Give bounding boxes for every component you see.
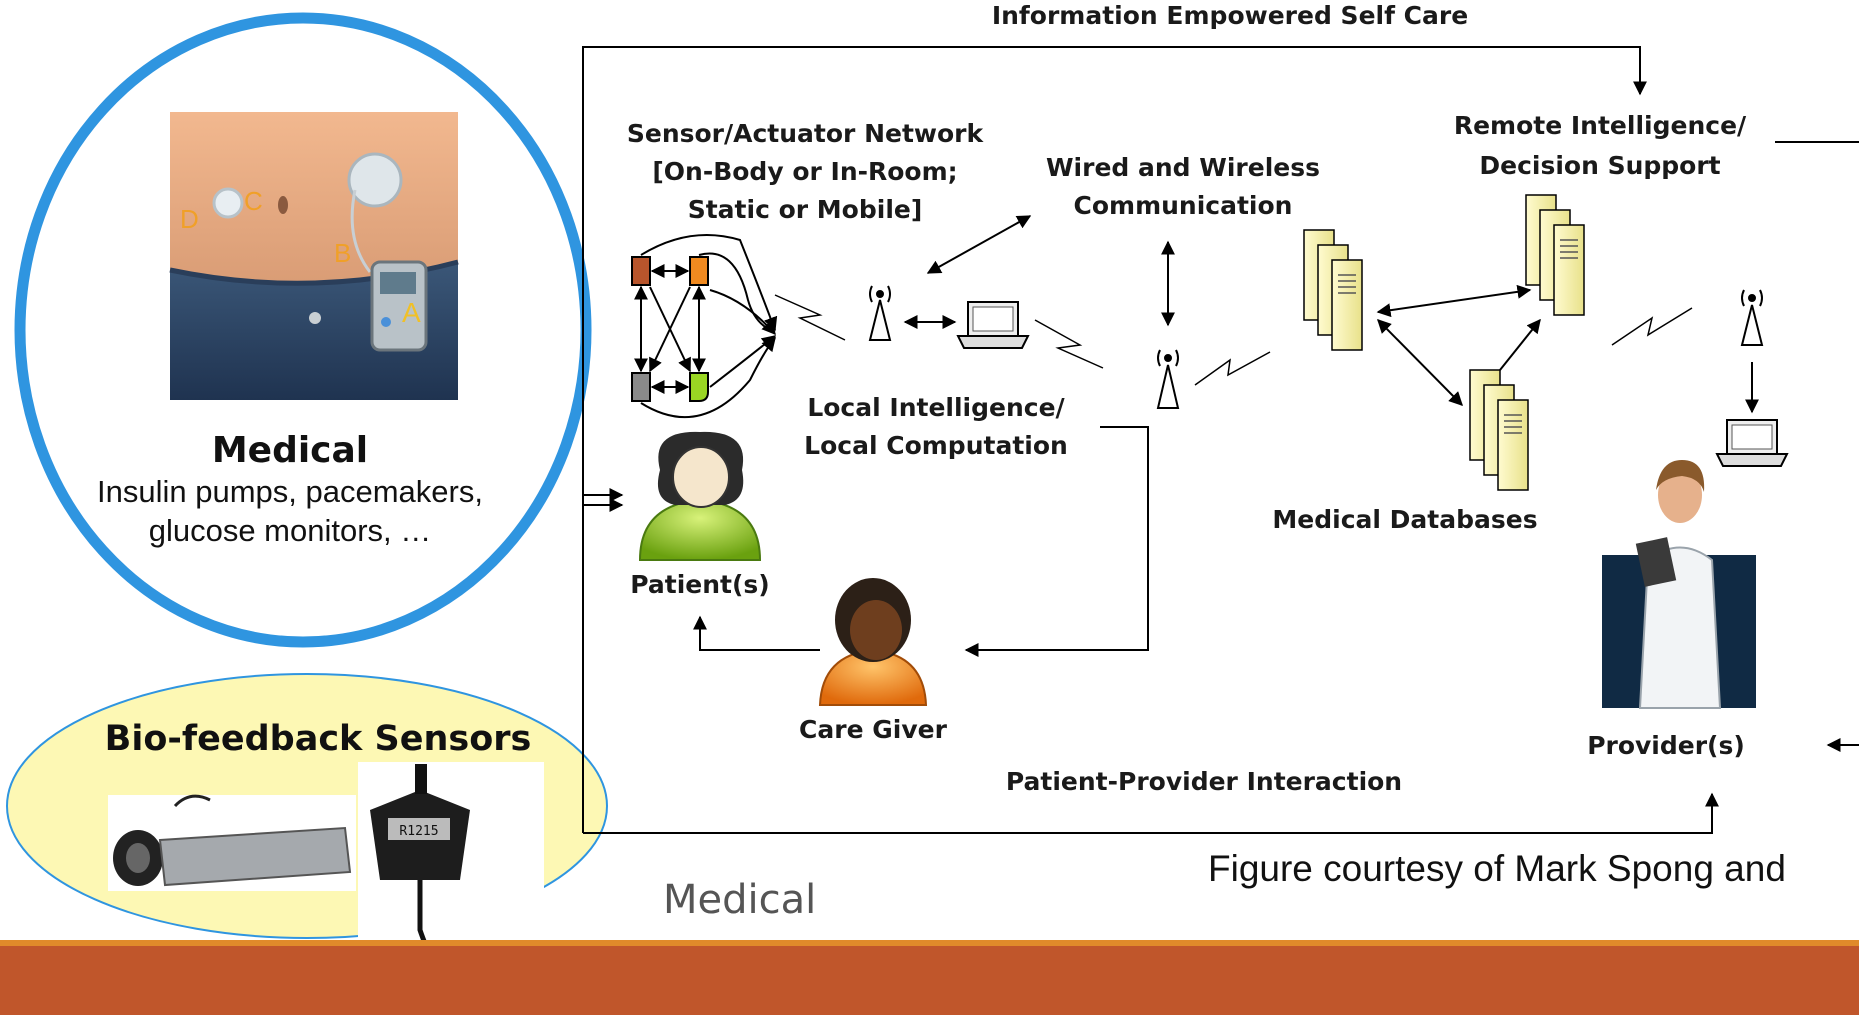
antenna-comm bbox=[1156, 349, 1180, 409]
label-patients: Patient(s) bbox=[630, 570, 769, 599]
medical-devices-line2: glucose monitors, … bbox=[149, 513, 432, 548]
sensor-network bbox=[631, 234, 778, 418]
sensor-node-gray bbox=[631, 372, 651, 402]
patient-avatar bbox=[638, 431, 762, 561]
label-local-2: Local Computation bbox=[804, 431, 1068, 460]
biofeedback-title: Bio-feedback Sensors bbox=[105, 719, 532, 759]
sensor-node-green bbox=[689, 372, 709, 402]
label-providers: Provider(s) bbox=[1587, 731, 1745, 760]
figure-credit: Figure courtesy of Mark Spong and bbox=[1208, 848, 1786, 889]
server-cluster-db bbox=[1469, 369, 1529, 491]
medical-panel: D C B A Medical Insulin pumps, pacemaker… bbox=[14, 12, 592, 648]
biofeedback-strap-photo bbox=[108, 794, 356, 891]
sensor-code: R1215 bbox=[399, 824, 438, 839]
antenna-local bbox=[868, 285, 892, 341]
medical-title: Medical bbox=[212, 430, 368, 471]
label-wired-1: Wired and Wireless bbox=[1046, 153, 1320, 182]
label-databases: Medical Databases bbox=[1272, 505, 1537, 534]
label-remote-1: Remote Intelligence/ bbox=[1454, 111, 1747, 140]
server-cluster-remote bbox=[1525, 194, 1585, 316]
tag-c: C bbox=[244, 186, 263, 216]
label-self-care: Information Empowered Self Care bbox=[992, 1, 1468, 30]
label-wired-2: Communication bbox=[1074, 191, 1293, 220]
server-cluster-local bbox=[1303, 229, 1363, 351]
sensor-node-orange bbox=[689, 256, 709, 286]
flow-frame bbox=[582, 46, 1859, 834]
antenna-remote bbox=[1740, 289, 1764, 346]
slide-title: Medical bbox=[663, 877, 816, 923]
label-sensor-net-2: [On-Body or In-Room; bbox=[652, 157, 957, 186]
tag-b: B bbox=[334, 238, 351, 268]
comm-arrows bbox=[903, 215, 1759, 414]
sensor-node-brown bbox=[631, 256, 651, 286]
label-caregiver: Care Giver bbox=[799, 715, 948, 744]
label-remote-2: Decision Support bbox=[1479, 151, 1720, 180]
tag-d: D bbox=[180, 204, 199, 234]
insulin-pump-photo: D C B A bbox=[169, 112, 459, 400]
laptop-local bbox=[956, 301, 1030, 349]
wireless-links bbox=[774, 294, 1693, 386]
tag-a: A bbox=[402, 297, 421, 328]
laptop-provider bbox=[1715, 419, 1789, 467]
medical-devices-line1: Insulin pumps, pacemakers, bbox=[97, 474, 483, 509]
footer-bar bbox=[0, 946, 1859, 1015]
label-sensor-net-1: Sensor/Actuator Network bbox=[627, 119, 985, 148]
provider-doctor-photo bbox=[1602, 460, 1756, 709]
caregiver-avatar bbox=[818, 578, 928, 706]
label-sensor-net-3: Static or Mobile] bbox=[688, 195, 923, 224]
label-local-1: Local Intelligence/ bbox=[807, 393, 1065, 422]
footer-accent-strip bbox=[0, 940, 1859, 947]
label-interaction: Patient-Provider Interaction bbox=[1006, 767, 1402, 796]
